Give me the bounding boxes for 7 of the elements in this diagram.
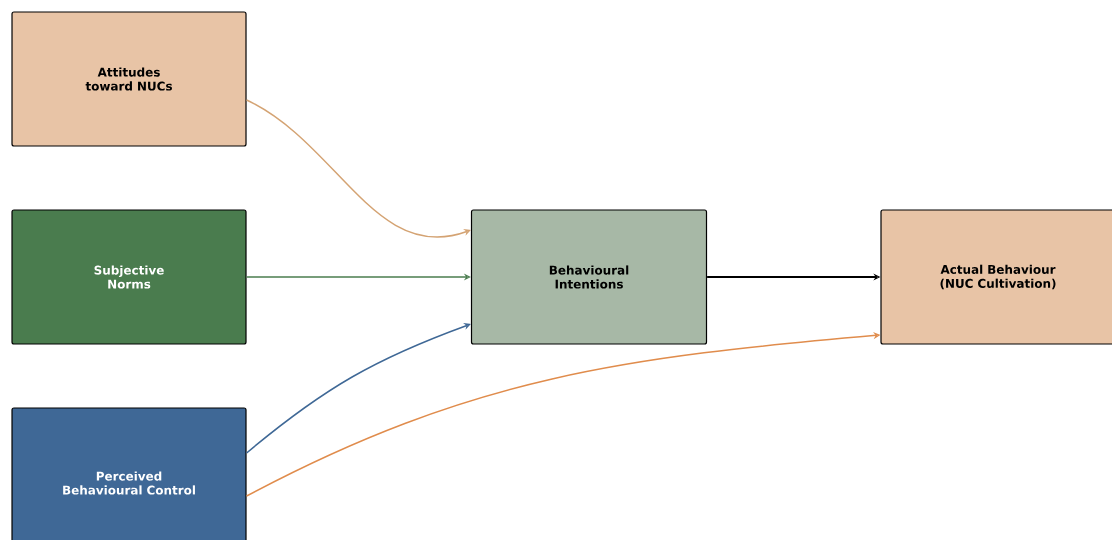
arrow <box>245 99 471 238</box>
arrow <box>245 323 471 454</box>
process-box: Behavioural Intentions <box>470 209 708 345</box>
process-box: Perceived Behavioural Control <box>11 407 247 540</box>
process-box: Subjective Norms <box>11 209 247 345</box>
process-box: Actual Behaviour (NUC Cultivation) <box>880 209 1112 345</box>
process-box: Attitudes toward NUCs <box>11 11 247 147</box>
